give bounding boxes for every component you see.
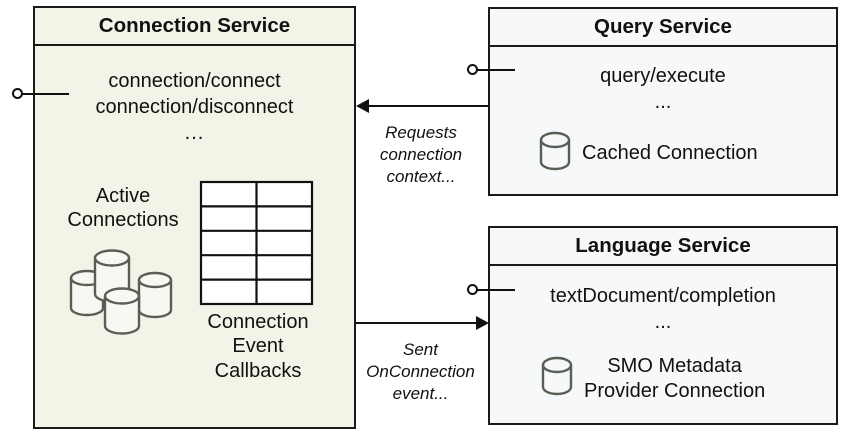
smo-metadata-provider-store: SMO Metadata Provider Connection [540, 354, 765, 403]
active-connections-label-line-1: Active [95, 185, 151, 207]
query-service-body: query/execute ... Cached Connection [490, 47, 836, 194]
connection-service-body: connection/connect connection/disconnect… [35, 46, 354, 427]
operation-ellipsis: ... [184, 122, 205, 144]
language-service-title: Language Service [490, 228, 836, 266]
language-service-component[interactable]: Language Service textDocument/completion… [488, 226, 838, 425]
query-service-interface-lollipop[interactable] [467, 58, 515, 84]
lollipop-stem [477, 289, 515, 291]
connection-service-title: Connection Service [35, 8, 354, 46]
operation-connection-connect[interactable]: connection/connect [108, 70, 281, 92]
callbacks-label-line-2: Event [232, 335, 284, 358]
lollipop-stem [22, 93, 69, 95]
language-operation-ellipsis: ... [654, 310, 672, 333]
edge-query-to-connection-line [369, 105, 490, 107]
query-service-operation-list: query/execute ... [490, 64, 836, 115]
edge-label-line-2: connection [379, 144, 463, 164]
connection-service-operation-list: connection/connect connection/disconnect… [35, 68, 354, 146]
database-cylinder-icon [538, 129, 572, 178]
language-service-interface-lollipop[interactable] [467, 278, 515, 304]
smo-metadata-provider-label: SMO Metadata Provider Connection [584, 354, 765, 403]
callbacks-label-line-1: Connection [207, 311, 309, 333]
cached-connection-label: Cached Connection [582, 142, 758, 165]
edge-label-line-2: OnConnection [366, 361, 475, 381]
edge-query-to-connection-label: Requests connection context... [363, 122, 479, 187]
edge-connection-to-language-label: Sent OnConnection event... [358, 339, 483, 404]
language-service-operation-list: textDocument/completion ... [490, 284, 836, 335]
connection-event-callbacks-label: Connection Event Callbacks [175, 310, 341, 383]
edge-query-to-connection-arrowhead [356, 99, 369, 113]
lollipop-stem [477, 69, 515, 71]
database-cluster-icon [53, 244, 193, 336]
database-cylinder-icon [540, 354, 574, 403]
connection-service-interface-lollipop[interactable] [12, 82, 70, 108]
edge-label-line-1: Sent [403, 340, 438, 359]
operation-connection-disconnect[interactable]: connection/disconnect [95, 96, 294, 118]
cached-connection-store: Cached Connection [538, 129, 758, 178]
edge-label-line-1: Requests [385, 123, 457, 142]
query-service-title: Query Service [490, 9, 836, 47]
callbacks-label-line-3: Callbacks [214, 359, 302, 382]
query-service-component[interactable]: Query Service query/execute ... Cached C… [488, 7, 838, 196]
query-operation-ellipsis: ... [654, 90, 672, 113]
edge-connection-to-language-line [356, 322, 477, 324]
language-service-body: textDocument/completion ... SMO Metadata… [490, 266, 836, 423]
smo-label-line-1: SMO Metadata [607, 355, 742, 378]
edge-label-line-3: context... [386, 166, 456, 186]
operation-query-execute[interactable]: query/execute [600, 65, 726, 87]
smo-label-line-2: Provider Connection [584, 379, 766, 402]
table-grid-icon [199, 180, 314, 306]
connection-service-component[interactable]: Connection Service connection/connect co… [33, 6, 356, 429]
operation-textdocument-completion[interactable]: textDocument/completion [550, 285, 776, 307]
active-connections-label: Active Connections [43, 184, 203, 233]
edge-label-line-3: event... [392, 383, 449, 403]
active-connections-label-line-2: Connections [67, 209, 179, 232]
edge-connection-to-language-arrowhead [476, 316, 489, 330]
